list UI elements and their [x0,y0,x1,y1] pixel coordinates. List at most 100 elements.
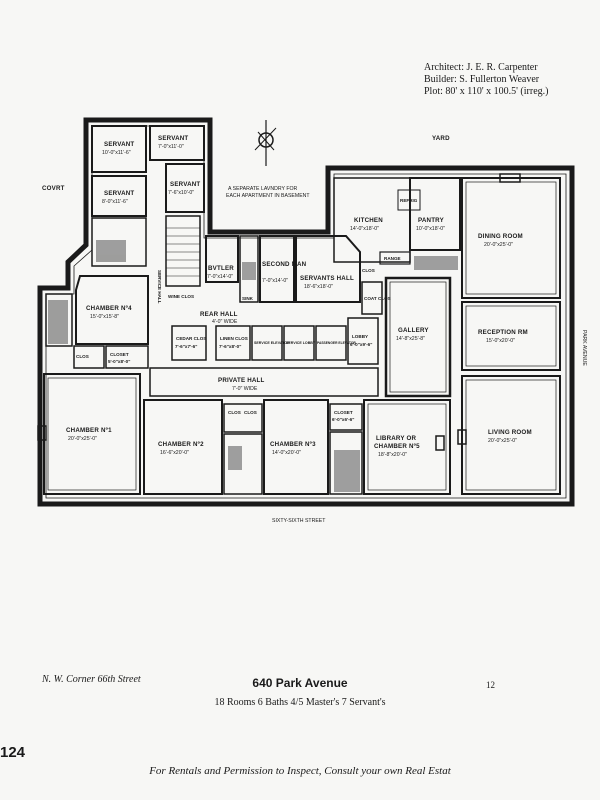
private-hall-label: PRIVATE HALL [218,377,265,384]
living-dim: 20'-0"x25'-0" [488,438,517,444]
laundry-note-line1: A SEPARATE LAVNDRY FOR [228,186,298,192]
chamber3-name: CHAMBER Nº3 [270,441,316,448]
dining-name: DINING ROOM [478,233,523,240]
butler-name: BVTLER [208,265,234,272]
reception-name: RECEPTION RM [478,329,528,336]
chamber4-dim: 15'-0"x15'-8" [90,314,119,320]
servant1-name: SERVANT [104,141,134,148]
library-name2: CHAMBER Nº5 [374,443,420,450]
room-servant-4-box [165,163,205,213]
servant2-dim: 7'-0"x11'-0" [158,144,184,150]
clos-b-label: CLOS [228,410,241,415]
gallery-name: GALLERY [398,327,429,334]
clos-a-label: CLOS [76,354,89,359]
closet-a-dim: 5'-0"x8'-0" [108,359,130,364]
linen-clos-box [215,325,251,361]
sink-box [239,235,259,303]
lobby-label: LOBBY [352,334,368,339]
room-chamber3-box [263,399,329,495]
chamber4-name: CHAMBER Nº4 [86,305,132,312]
room-gallery-box [384,276,452,398]
outer-wall [37,117,575,507]
room-servant-3-box [91,175,147,217]
plate-number: 12 [486,680,495,690]
coat-clos-box [361,281,383,315]
cedar-clos-box [171,325,207,361]
closet-a-label: CLOSET [110,352,129,357]
gallery-dim: 14'-8"x25'-8" [396,336,425,342]
yard-label: YARD [432,135,450,142]
credits-block: Architect: J. E. R. Carpenter Builder: S… [424,62,596,98]
library-name: LIBRARY OR [376,435,416,442]
refrig-label: REFRIG [400,198,418,203]
linen-clos-label: LINEN CLOS [220,336,248,341]
chamber3-dim: 14'-0"x20'-0" [272,450,301,456]
street-label: SIXTY-SIXTH STREET [272,518,326,524]
room-butler-box [205,235,239,283]
room-library-box [363,399,451,495]
clos-c-label: CLOS [244,410,257,415]
rear-hall-width: 4'-0" WIDE [212,319,238,325]
lobby-box [347,317,379,365]
cedar-clos-label: CEDAR CLOS [176,336,206,341]
rear-hall-label: REAR HALL [200,311,238,318]
servant1-dim: 10'-0"x11'-6" [102,150,131,156]
bath-c-box [329,431,363,495]
architect-credit: Architect: J. E. R. Carpenter [424,62,538,73]
cedar-clos-dim: 7'-6"x7'-6" [175,344,197,349]
servant4-dim: 7'-6"x10'-0" [168,190,194,196]
linen-clos-dim: 7'-6"x8'-0" [219,344,241,349]
clos-a-box [73,345,105,369]
stair-box [165,215,201,287]
living-name: LIVING ROOM [488,429,532,436]
secondman-dim: 7'-0"x14'-0" [262,278,288,284]
service-lobby-label: SERVICE LOBBY [286,341,316,345]
servant3-dim: 8'-0"x11'-6" [102,199,128,205]
range-box [379,251,411,265]
servant2-name: SERVANT [158,135,188,142]
closet-a-box [105,345,149,369]
servantshall-dim: 18'-6"x18'-0" [304,284,333,290]
tile-hatching [48,240,458,492]
avenue-label: PARK AVENUE [581,330,587,366]
secondman-name: SECOND MAN [262,261,307,268]
inner-wall [45,125,567,499]
range-label: RANGE [384,256,401,261]
service-lobby-box [283,325,315,361]
compass-icon [254,120,277,166]
butler-dim: 7'-0"x14'-0" [207,274,233,280]
court-label: COVRT [42,185,65,192]
coat-clos-label: COAT CLOS [364,296,391,301]
service-elevator-label: SERVICE ELEVATOR [254,341,290,345]
kitchen-name: KITCHEN [354,217,383,224]
dining-dim: 20'-0"x25'-0" [484,242,513,248]
page-number: 124 [0,744,26,761]
builder-credit: Builder: S. Fullerton Weaver [424,74,540,85]
service-elevator-box [251,325,283,361]
chamber2-dim: 16'-6"x20'-0" [160,450,189,456]
laundry-note-line2: EACH APARTMENT IN BASEMENT [226,193,310,199]
room-servant-2-box [149,125,205,161]
room-living-box [461,375,561,495]
reception-dim: 15'-0"x20'-0" [486,338,515,344]
sink-label: SINK [242,296,254,301]
rental-note: For Rentals and Permission to Inspect, C… [149,765,451,777]
chamber2-name: CHAMBER Nº2 [158,441,204,448]
passenger-elevator-label: PASSENGER ELEVATOR [317,341,356,345]
servant4-name: SERVANT [170,181,200,188]
building-title: 640 Park Avenue [252,676,348,690]
bath-b-box [223,433,263,495]
library-dim: 18'-8"x20'-0" [378,452,407,458]
room-secondman-box [259,235,295,303]
room-chamber4-box [75,275,149,345]
room-dining-box [461,177,561,299]
servant3-name: SERVANT [104,190,134,197]
plot-credit: Plot: 80' x 110' x 100.5' (irreg.) [424,86,549,97]
clos-label: CLOS [362,268,375,273]
room-chamber2-box [143,399,223,495]
room-reception-box [461,301,561,371]
room-summary: 18 Rooms 6 Baths 4/5 Master's 7 Servant'… [214,697,386,708]
private-hall-box [149,367,379,397]
chamber1-dim: 20'-0"x25'-0" [68,436,97,442]
